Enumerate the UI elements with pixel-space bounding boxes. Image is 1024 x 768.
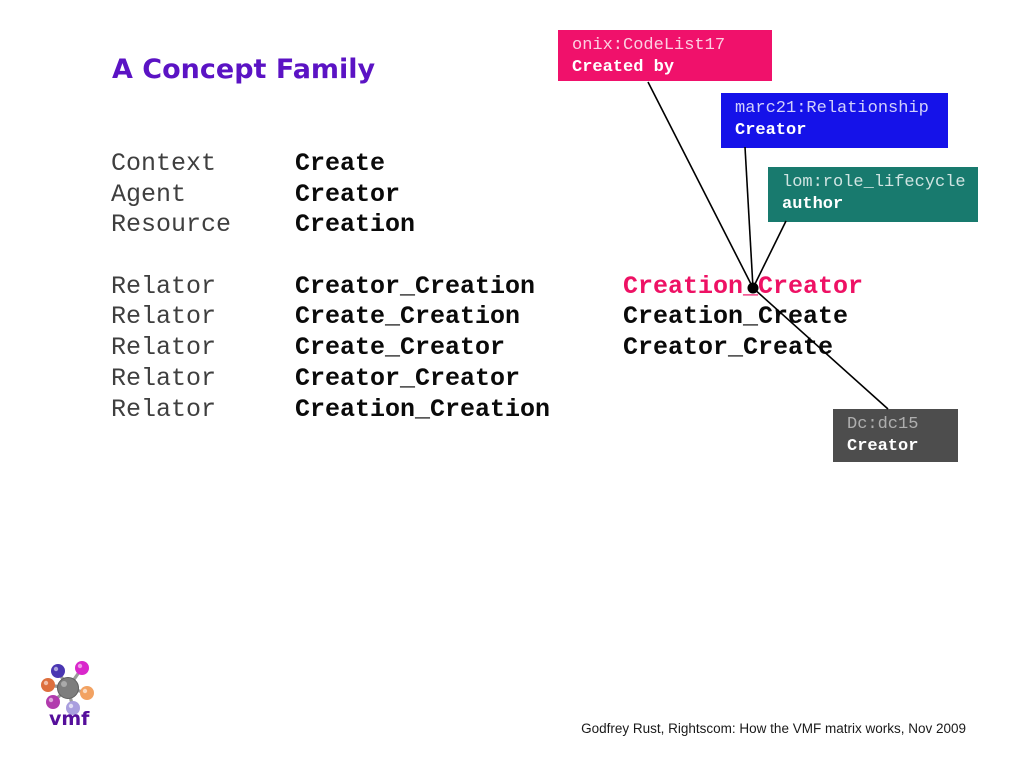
callout-marc21-relationship: marc21:Relationship Creator — [721, 93, 948, 148]
table-row: Relator Creator_Creator — [111, 364, 863, 395]
concept-table: Context Create Agent Creator Resource Cr… — [111, 149, 863, 425]
row-label: Relator — [111, 271, 217, 301]
row-term: Creator_Creation — [295, 271, 536, 301]
row-term-alt: Creator_Create — [623, 333, 834, 363]
row-term: Create_Creator — [295, 333, 506, 363]
callout-term-label: Creator — [735, 121, 807, 140]
row-term: Create — [295, 149, 386, 178]
row-label: Resource — [111, 210, 232, 240]
row-term: Creator_Creator — [295, 363, 521, 393]
row-label: Relator — [111, 363, 217, 393]
vmf-logo — [33, 653, 103, 723]
table-row: Agent Creator — [111, 180, 863, 211]
molecule-icon — [41, 661, 94, 715]
vmf-logo-text: vmf — [49, 708, 90, 730]
row-label: Relator — [111, 333, 217, 363]
row-term: Creation — [295, 210, 416, 240]
callout-scheme-label: marc21:Relationship — [735, 99, 929, 118]
row-term: Creator — [295, 179, 401, 209]
callout-term-label: author — [782, 195, 844, 214]
callout-scheme-label: Dc:dc15 — [847, 415, 919, 434]
callout-scheme-label: onix:CodeList17 — [572, 36, 726, 55]
row-label: Relator — [111, 302, 217, 332]
table-row: Resource Creation — [111, 210, 863, 241]
table-row: Relator Create_Creator Creator_Create — [111, 333, 863, 364]
row-term-alt: Creation_Create — [623, 302, 849, 332]
callout-scheme-label: lom:role_lifecycle — [782, 173, 966, 192]
footer-credit: Godfrey Rust, Rightscom: How the VMF mat… — [581, 721, 966, 736]
table-row: Relator Creator_Creation Creation_Creato… — [111, 272, 863, 303]
table-row: Relator Creation_Creation — [111, 395, 863, 426]
page-title: A Concept Family — [112, 54, 376, 85]
callout-onix-codelist17: onix:CodeList17 Created by — [558, 30, 772, 81]
callout-dc-dc15: Dc:dc15 Creator — [833, 409, 958, 462]
table-row: Context Create — [111, 149, 863, 180]
row-term-highlighted: Creation_Creator — [623, 271, 864, 301]
row-term: Create_Creation — [295, 302, 521, 332]
row-label: Relator — [111, 394, 217, 424]
callout-term-label: Created by — [572, 58, 675, 77]
table-row: Relator Create_Creation Creation_Create — [111, 302, 863, 333]
table-row-spacer — [111, 241, 863, 272]
row-label: Context — [111, 149, 217, 178]
callout-term-label: Creator — [847, 437, 919, 456]
callout-lom-role-lifecycle: lom:role_lifecycle author — [768, 167, 978, 222]
row-term: Creation_Creation — [295, 394, 551, 424]
row-label: Agent — [111, 179, 187, 209]
